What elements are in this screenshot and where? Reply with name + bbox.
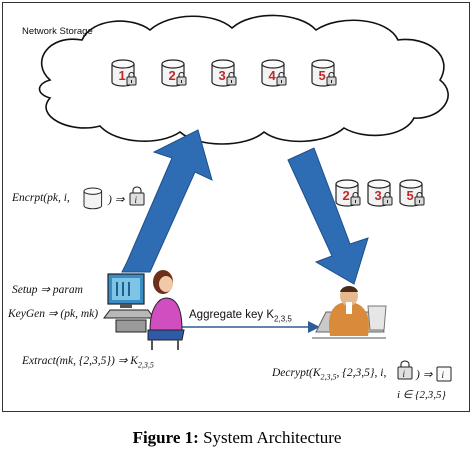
aggregate-database-number: 3: [375, 188, 382, 203]
storage-database: 5: [311, 59, 337, 87]
storage-database-number: 5: [319, 68, 326, 83]
aggregate-database: 2: [335, 179, 361, 207]
aggregate-database: 3: [367, 179, 393, 207]
aggregate-key-arrowhead: [308, 321, 320, 333]
svg-text:i: i: [442, 370, 445, 380]
data-owner-figure: [103, 270, 185, 350]
aggregate-key-label: Aggregate key K2,3,5: [189, 309, 292, 323]
encrypt-db-icon: [83, 187, 103, 210]
aggregate-database-number: 2: [343, 188, 350, 203]
aggregate-database: 5: [399, 179, 425, 207]
encrypt-suffix: ) ⇒: [108, 194, 125, 206]
decrypt-text: Decrypt(K2,3,5, {2,3,5}, i,: [272, 367, 386, 381]
encrypt-prefix: Encrpt(pk, i,: [12, 192, 70, 204]
decrypt-lock-icon: i: [397, 360, 413, 380]
setup-text: Setup ⇒ param: [12, 284, 83, 296]
aggregate-key-subscript: 2,3,5: [274, 314, 292, 324]
figure-caption: Figure 1: System Architecture: [0, 428, 474, 448]
decrypt-subscript: 2,3,5: [320, 372, 337, 382]
network-storage-label: Network Storage: [22, 26, 93, 37]
storage-database-number: 2: [169, 68, 176, 83]
aggregate-database-number: 5: [407, 188, 414, 203]
caption-text: System Architecture: [203, 428, 342, 447]
extract-subscript: 2,3,5: [137, 360, 154, 370]
aggregate-key-text: Aggregate key K: [189, 309, 275, 321]
caption-label: Figure 1:: [132, 428, 199, 447]
decrypt-suffix: ) ⇒: [416, 369, 433, 381]
decrypt-condition: i ∈ {2,3,5}: [397, 389, 446, 401]
cloud-shape: [38, 14, 449, 145]
download-arrow: [287, 147, 369, 285]
keygen-text: KeyGen ⇒ (pk, mk): [8, 308, 99, 320]
encrypt-lock-icon: i: [129, 186, 145, 206]
storage-database: 4: [261, 59, 287, 87]
decrypt-result-icon: i: [436, 366, 452, 382]
decrypt-prefix: Decrypt(K: [272, 367, 321, 379]
storage-database: 1: [111, 59, 137, 87]
svg-text:i: i: [135, 195, 138, 205]
storage-database-number: 1: [119, 68, 126, 83]
storage-database-number: 3: [219, 68, 226, 83]
svg-text:i: i: [403, 369, 406, 379]
decrypt-mid: , {2,3,5}, i,: [336, 367, 387, 379]
extract-label: Extract(mk, {2,3,5}) ⇒ K: [22, 355, 138, 367]
extract-text: Extract(mk, {2,3,5}) ⇒ K2,3,5: [22, 353, 154, 369]
storage-database: 2: [161, 59, 187, 87]
data-user-figure: [312, 286, 387, 339]
storage-database-number: 4: [269, 68, 277, 83]
storage-database: 3: [211, 59, 237, 87]
upload-arrow: [121, 129, 213, 273]
